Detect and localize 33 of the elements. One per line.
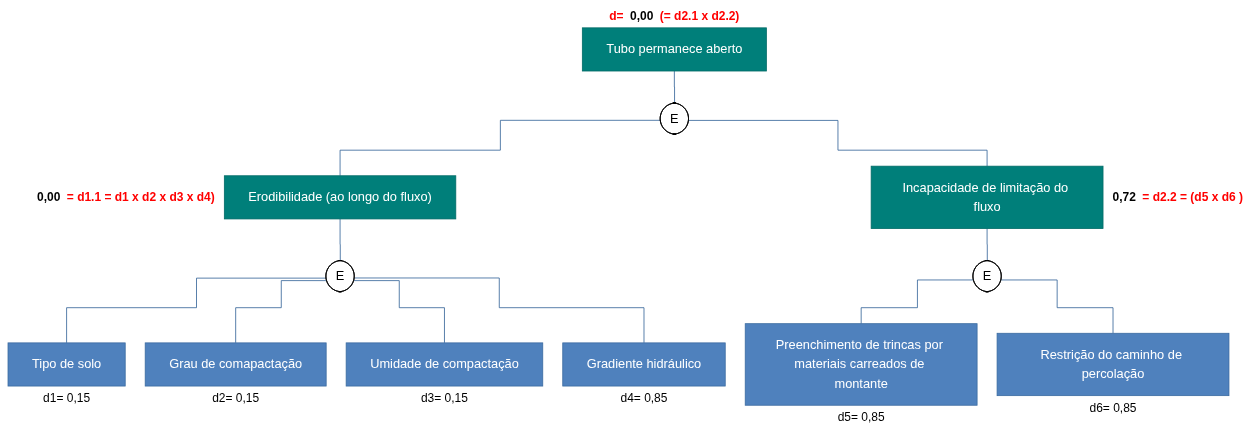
node-box: Preenchimento de trincas por materiais carreados de montante (744, 323, 978, 407)
connector (1000, 279, 1114, 335)
value-label: 0,00 (37, 190, 61, 205)
value-label: d3= 0,15 (420, 391, 468, 406)
node-box: Grau de comapactação (144, 342, 327, 387)
node-box: Tubo permanece aberto (581, 27, 767, 72)
connector (353, 280, 445, 344)
node-box: Tipo de solo (7, 342, 126, 387)
connector (339, 120, 662, 177)
value-label: 0,72 (1112, 190, 1136, 205)
value-label: 0,00 (630, 9, 654, 24)
connector (66, 278, 327, 344)
value-label: (= d2.1 x d2.2) (659, 9, 740, 24)
value-label: d5= 0,85 (837, 410, 885, 425)
node-box: Umidade de compactação (345, 342, 544, 387)
connector (986, 228, 988, 262)
value-label: = d1.1 = d1 x d2 x d3 x d4) (66, 190, 215, 205)
value-label: d4= 0,85 (620, 391, 668, 406)
value-label: d1= 0,15 (43, 391, 91, 406)
value-label: d6= 0,85 (1089, 401, 1137, 416)
connector (673, 71, 676, 105)
connector (860, 279, 975, 325)
connector (235, 280, 328, 344)
connector (354, 278, 645, 344)
node-box: Gradiente hidráulico (562, 342, 726, 387)
node-box: Incapacidade de limitação do fluxo (870, 166, 1104, 230)
node-box: Erodibilidade (ao longo do fluxo) (223, 175, 457, 220)
node-box: Restrição do caminho de percolação (996, 333, 1230, 397)
connector (688, 120, 988, 167)
connector (339, 218, 341, 262)
value-label: d2= 0,15 (212, 391, 260, 406)
value-label: d= (609, 9, 624, 24)
value-label: = d2.2 = (d5 x d6 ) (1142, 190, 1243, 205)
